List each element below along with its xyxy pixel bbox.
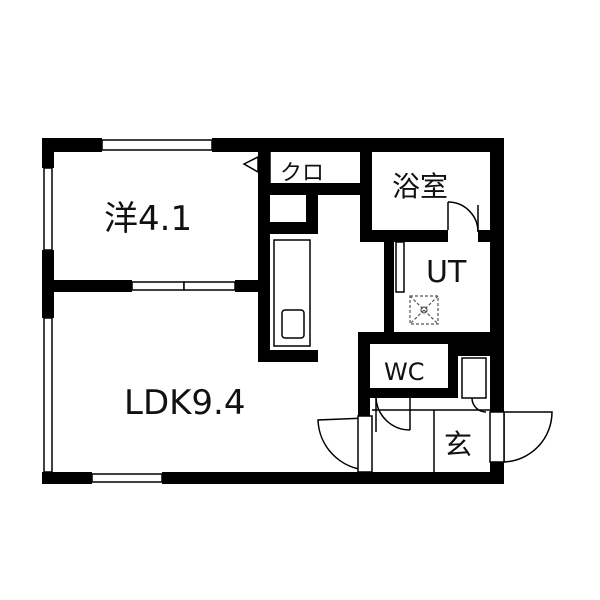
wall-closet-low bbox=[258, 222, 318, 234]
wall-western-bottom bbox=[42, 280, 132, 292]
wall-bottom-left bbox=[42, 472, 92, 484]
wall-western-bottom-right bbox=[235, 280, 263, 292]
label-closet: クロ bbox=[280, 161, 324, 186]
wall-wc-bottom bbox=[358, 388, 458, 398]
washer-pan-diag-1 bbox=[409, 295, 439, 325]
window-left-western bbox=[43, 167, 53, 251]
wall-right-lower bbox=[490, 355, 504, 412]
wall-bottom-entry bbox=[372, 472, 504, 484]
bath-door bbox=[447, 201, 479, 233]
wall-top-mid bbox=[212, 138, 504, 152]
kitchen-sink bbox=[281, 309, 305, 339]
wall-entry-post bbox=[458, 344, 490, 356]
window-bath-sliding bbox=[395, 241, 405, 293]
bath-door-swing bbox=[447, 201, 479, 233]
wall-ut-left bbox=[384, 242, 394, 332]
window-left-ldk bbox=[43, 317, 53, 473]
windows bbox=[43, 139, 405, 483]
shoebox-door bbox=[471, 397, 487, 413]
window-western-sliding-b bbox=[183, 281, 236, 291]
wall-bottom-right bbox=[162, 472, 372, 484]
wall-closet-step bbox=[306, 183, 318, 225]
wall-top-left bbox=[42, 138, 102, 152]
wall-kitchen-bottom bbox=[258, 350, 318, 362]
wall-left-top bbox=[42, 138, 54, 168]
window-top-western bbox=[101, 139, 213, 151]
wall-wc-right bbox=[448, 344, 458, 392]
wall-right-upper bbox=[490, 138, 504, 358]
closet-fixtures bbox=[242, 152, 271, 183]
kitchen-unit bbox=[273, 239, 311, 347]
window-western-sliding-a bbox=[131, 281, 185, 291]
wall-bath-bottom-right bbox=[478, 230, 504, 242]
entry-door bbox=[503, 411, 553, 463]
entry-door-gap bbox=[489, 411, 505, 463]
wall-kitchen-left bbox=[258, 222, 270, 362]
label-western-room: 洋4.1 bbox=[104, 199, 192, 239]
closet-door-flag bbox=[242, 155, 259, 174]
washer-pan-drain bbox=[420, 306, 428, 314]
wall-bath-bottom bbox=[360, 230, 448, 242]
washer-pan-box bbox=[409, 295, 439, 325]
kitchen-counter bbox=[273, 239, 311, 347]
wall-bath-left bbox=[360, 150, 372, 242]
label-ut: UT bbox=[426, 255, 467, 290]
doors bbox=[317, 397, 553, 473]
label-bathroom: 浴室 bbox=[392, 170, 448, 203]
wall-closet-bottom-a bbox=[270, 183, 372, 195]
label-wc: WC bbox=[384, 358, 425, 386]
wall-right-foot bbox=[490, 462, 504, 484]
wc-door-swing bbox=[375, 397, 411, 431]
label-entrance: 玄 bbox=[444, 428, 472, 461]
label-ldk: LDK9.4 bbox=[124, 383, 246, 423]
wall-wc-top bbox=[358, 332, 504, 344]
wall-wc-left bbox=[358, 332, 370, 416]
labels: 洋4.1 LDK9.4 クロ 浴室 UT WC 玄 bbox=[104, 161, 472, 461]
washer-pan bbox=[409, 295, 439, 325]
shoe-box bbox=[461, 357, 487, 399]
washer-pan-diag-2 bbox=[409, 295, 439, 325]
ldk-door-gap bbox=[357, 415, 373, 473]
entrance-fixtures bbox=[372, 357, 490, 472]
window-bottom-ldk bbox=[91, 473, 163, 483]
walls bbox=[42, 138, 504, 484]
